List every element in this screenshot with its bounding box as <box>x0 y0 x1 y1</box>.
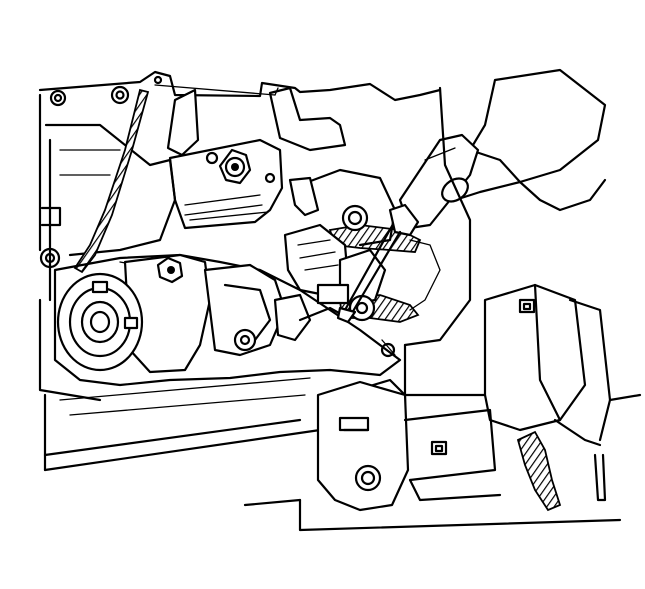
steering-column-assembly <box>53 253 402 387</box>
upper-mounting-bracket <box>166 86 347 230</box>
hand-with-screwdriver <box>336 68 607 324</box>
electrical-connector <box>283 223 387 322</box>
side-bracket <box>288 168 397 247</box>
detail-lines <box>153 75 441 358</box>
lower-bracket <box>43 377 622 532</box>
dash-trim-panel <box>403 86 642 502</box>
